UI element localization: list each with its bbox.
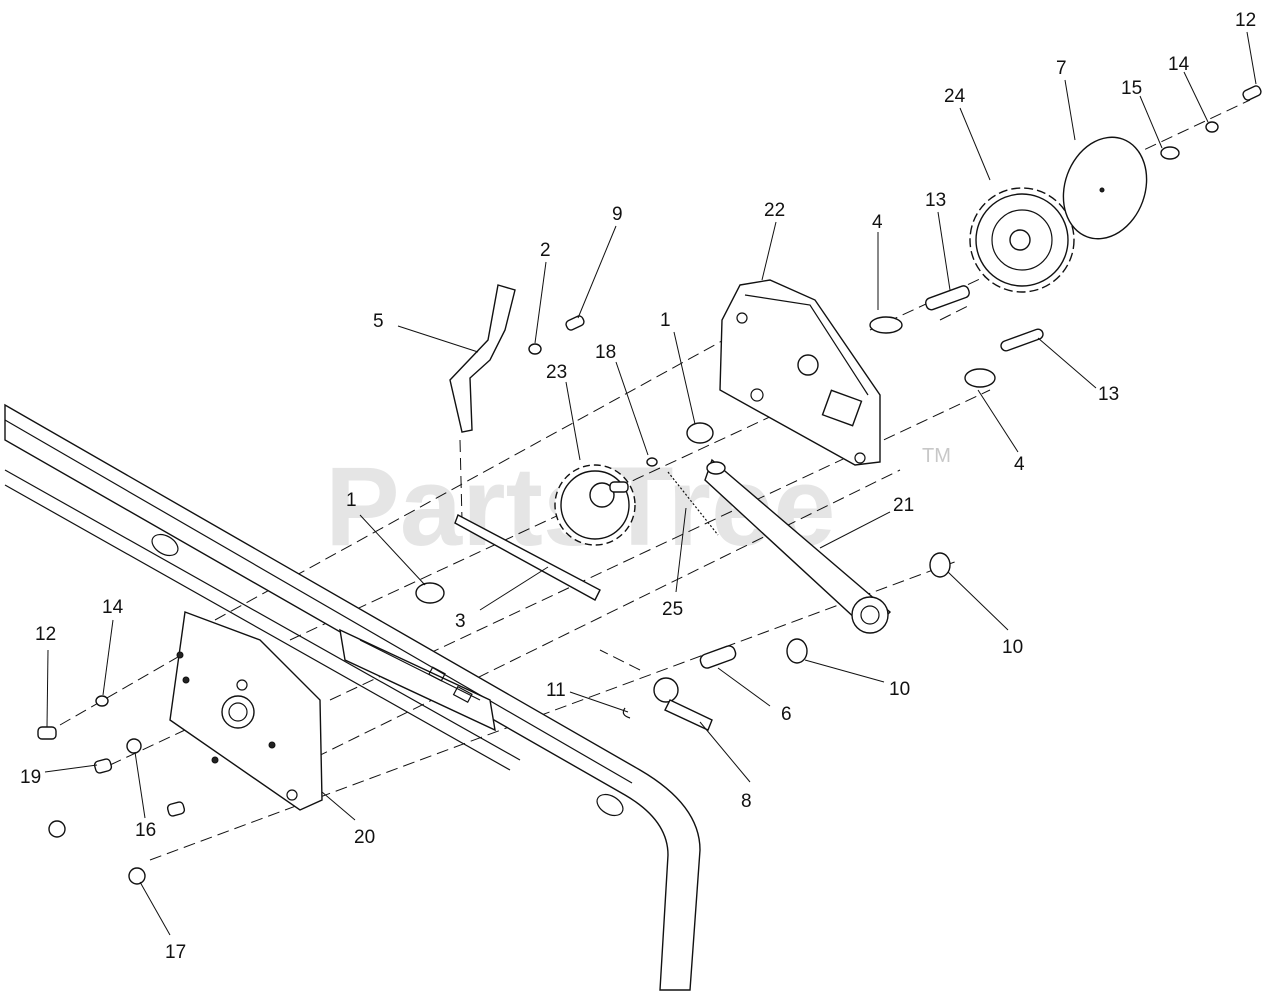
callout-5: 5 [373,311,384,332]
pivot-arm [704,458,892,634]
callout-2: 2 [540,240,551,261]
callout-16: 16 [135,820,156,841]
callout-13-lower: 13 [1098,384,1119,405]
callout-14-lower: 14 [102,597,124,618]
callout-13-upper: 13 [925,190,946,211]
callout-11: 11 [546,680,566,701]
callout-24: 24 [944,86,966,107]
callout-23: 23 [546,362,567,383]
callout-labels: 5 2 9 1 23 18 22 4 13 24 7 15 14 12 13 4… [20,10,1256,963]
callout-4-lower: 4 [1014,454,1025,475]
link-bar [454,514,601,601]
callout-7: 7 [1056,58,1067,79]
callout-10-right: 10 [1002,637,1023,658]
leader-lines [44,31,1257,936]
callout-1-upper: 1 [660,310,671,331]
callout-12-upper: 12 [1235,10,1256,31]
callout-6: 6 [781,704,792,725]
cover-disc [1062,136,1148,240]
spring [667,471,719,536]
callout-15: 15 [1121,78,1142,99]
side-plate-right [719,279,881,466]
callout-8: 8 [741,791,752,812]
hardware [37,85,1262,885]
callout-1-lower: 1 [346,490,357,511]
callout-4-upper: 4 [872,212,883,233]
side-plate-left [169,611,323,811]
callout-19: 19 [20,767,41,788]
callout-3: 3 [455,611,466,632]
callout-21: 21 [893,495,914,516]
callout-25: 25 [662,599,683,620]
frame-rail [4,403,701,991]
callout-9: 9 [612,204,623,225]
sprocket-small [554,464,636,546]
callout-14-upper: 14 [1168,54,1190,75]
watermark-trademark: TM [922,445,951,467]
cam-lever [653,645,737,731]
lever [449,284,516,433]
callout-10-left: 10 [889,679,910,700]
callout-18: 18 [595,342,616,363]
callout-17: 17 [165,942,186,963]
callout-12-lower: 12 [35,624,56,645]
callout-22: 22 [764,200,785,221]
callout-20: 20 [354,827,375,848]
sprocket-large [969,187,1075,293]
